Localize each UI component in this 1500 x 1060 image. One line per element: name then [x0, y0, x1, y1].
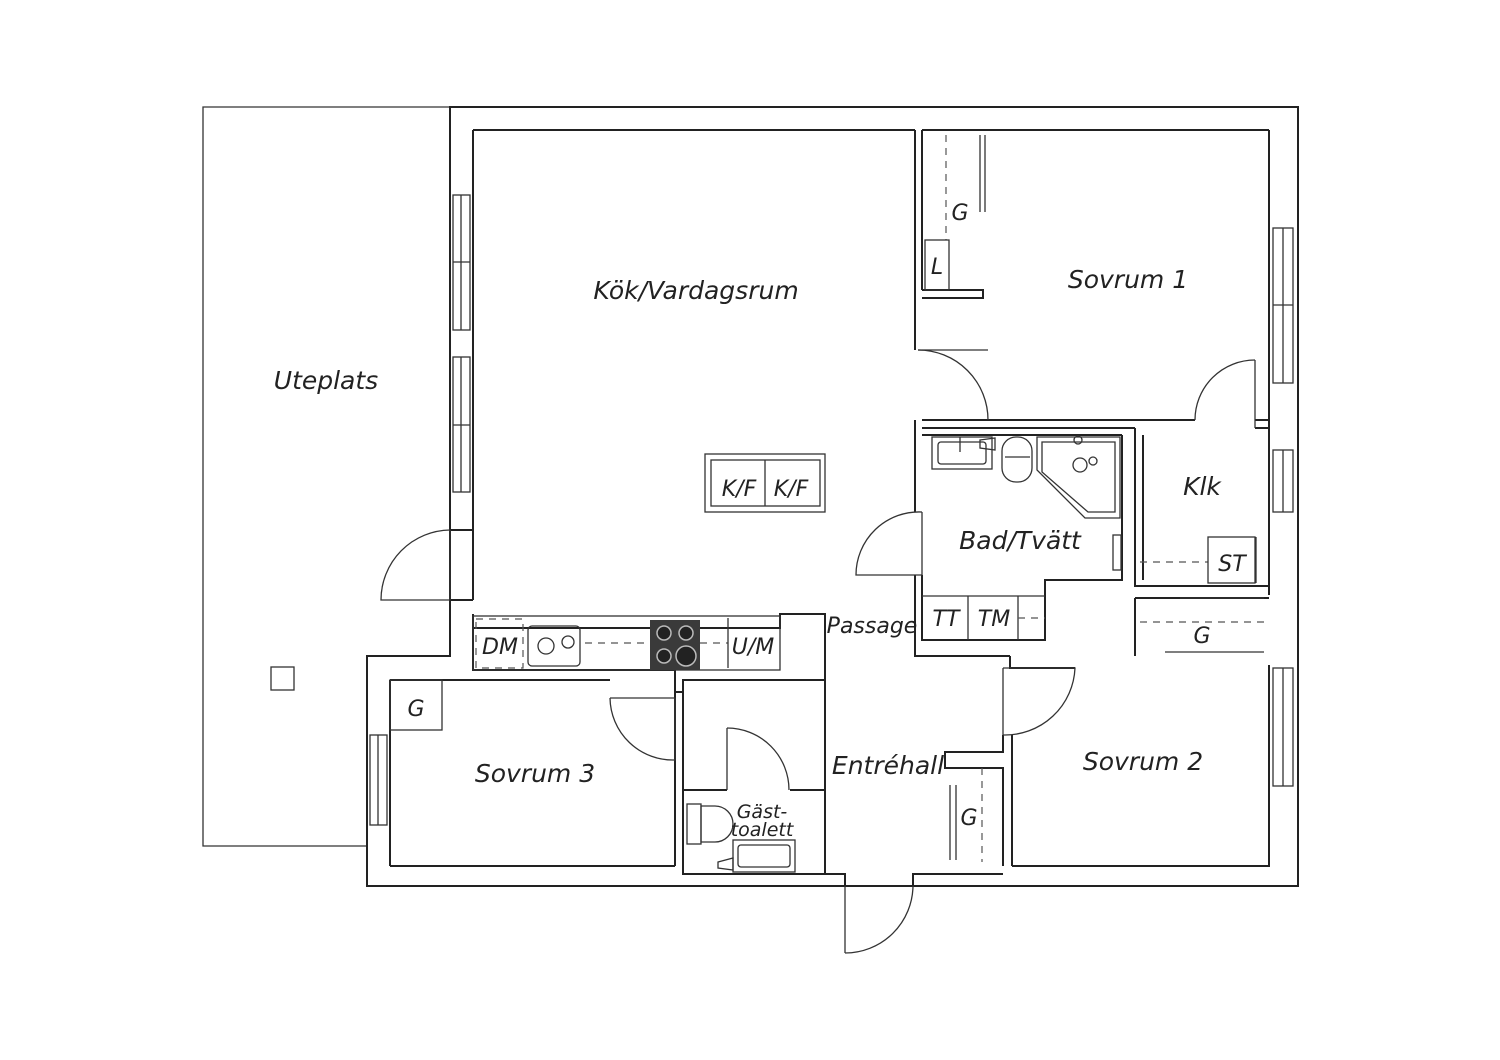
label-g-sovrum3: G [407, 697, 424, 722]
klk-door [1194, 359, 1256, 428]
outer-walls [366, 106, 1299, 887]
sovrum2-door [1002, 667, 1076, 736]
label-uteplats: Uteplats [274, 366, 378, 395]
label-um: U/M [732, 635, 775, 660]
label-st: ST [1218, 552, 1247, 577]
label-g-sovrum1: G [951, 201, 968, 226]
sovrum3-door [609, 697, 676, 761]
laundry [922, 595, 1045, 640]
label-kf-2: K/F [774, 477, 809, 502]
bathroom-fixtures [931, 435, 1122, 571]
windows-east [1272, 227, 1294, 787]
label-entrehall: Entréhall [832, 751, 944, 780]
klk-storage [1140, 536, 1257, 584]
label-kok-vardagsrum: Kök/Vardagsrum [593, 276, 798, 305]
sovrum1-wardrobe [924, 135, 986, 291]
label-l: L [931, 255, 943, 280]
entry-wardrobe [949, 768, 983, 862]
label-kf-1: K/F [722, 477, 757, 502]
label-passage: Passage [827, 614, 918, 639]
label-g-entre: G [960, 806, 977, 831]
label-g-hall: G [1193, 624, 1210, 649]
label-sovrum-1: Sovrum 1 [1068, 265, 1188, 294]
sovrum1-door [917, 349, 989, 421]
windows-west [369, 194, 471, 826]
patio [202, 106, 450, 847]
bathroom-door [855, 511, 923, 576]
patio-door [380, 529, 473, 601]
guest-toilet [682, 680, 826, 875]
label-bad-tvatt: Bad/Tvätt [959, 526, 1082, 555]
label-tt: TT [933, 607, 961, 632]
label-klk: Klk [1183, 472, 1222, 501]
hall-wardrobe-east [1140, 597, 1264, 653]
label-sovrum-3: Sovrum 3 [475, 759, 595, 788]
label-tm: TM [978, 607, 1010, 632]
entry-door [825, 873, 1003, 954]
label-dm: DM [482, 635, 518, 660]
kitchen-island [704, 453, 826, 513]
kitchen-counter [472, 613, 826, 693]
label-gasttoalett-2: toalett [731, 819, 795, 841]
label-gasttoalett-1: Gäst- [737, 801, 788, 823]
patio-post [270, 666, 295, 691]
label-sovrum-2: Sovrum 2 [1083, 747, 1203, 776]
